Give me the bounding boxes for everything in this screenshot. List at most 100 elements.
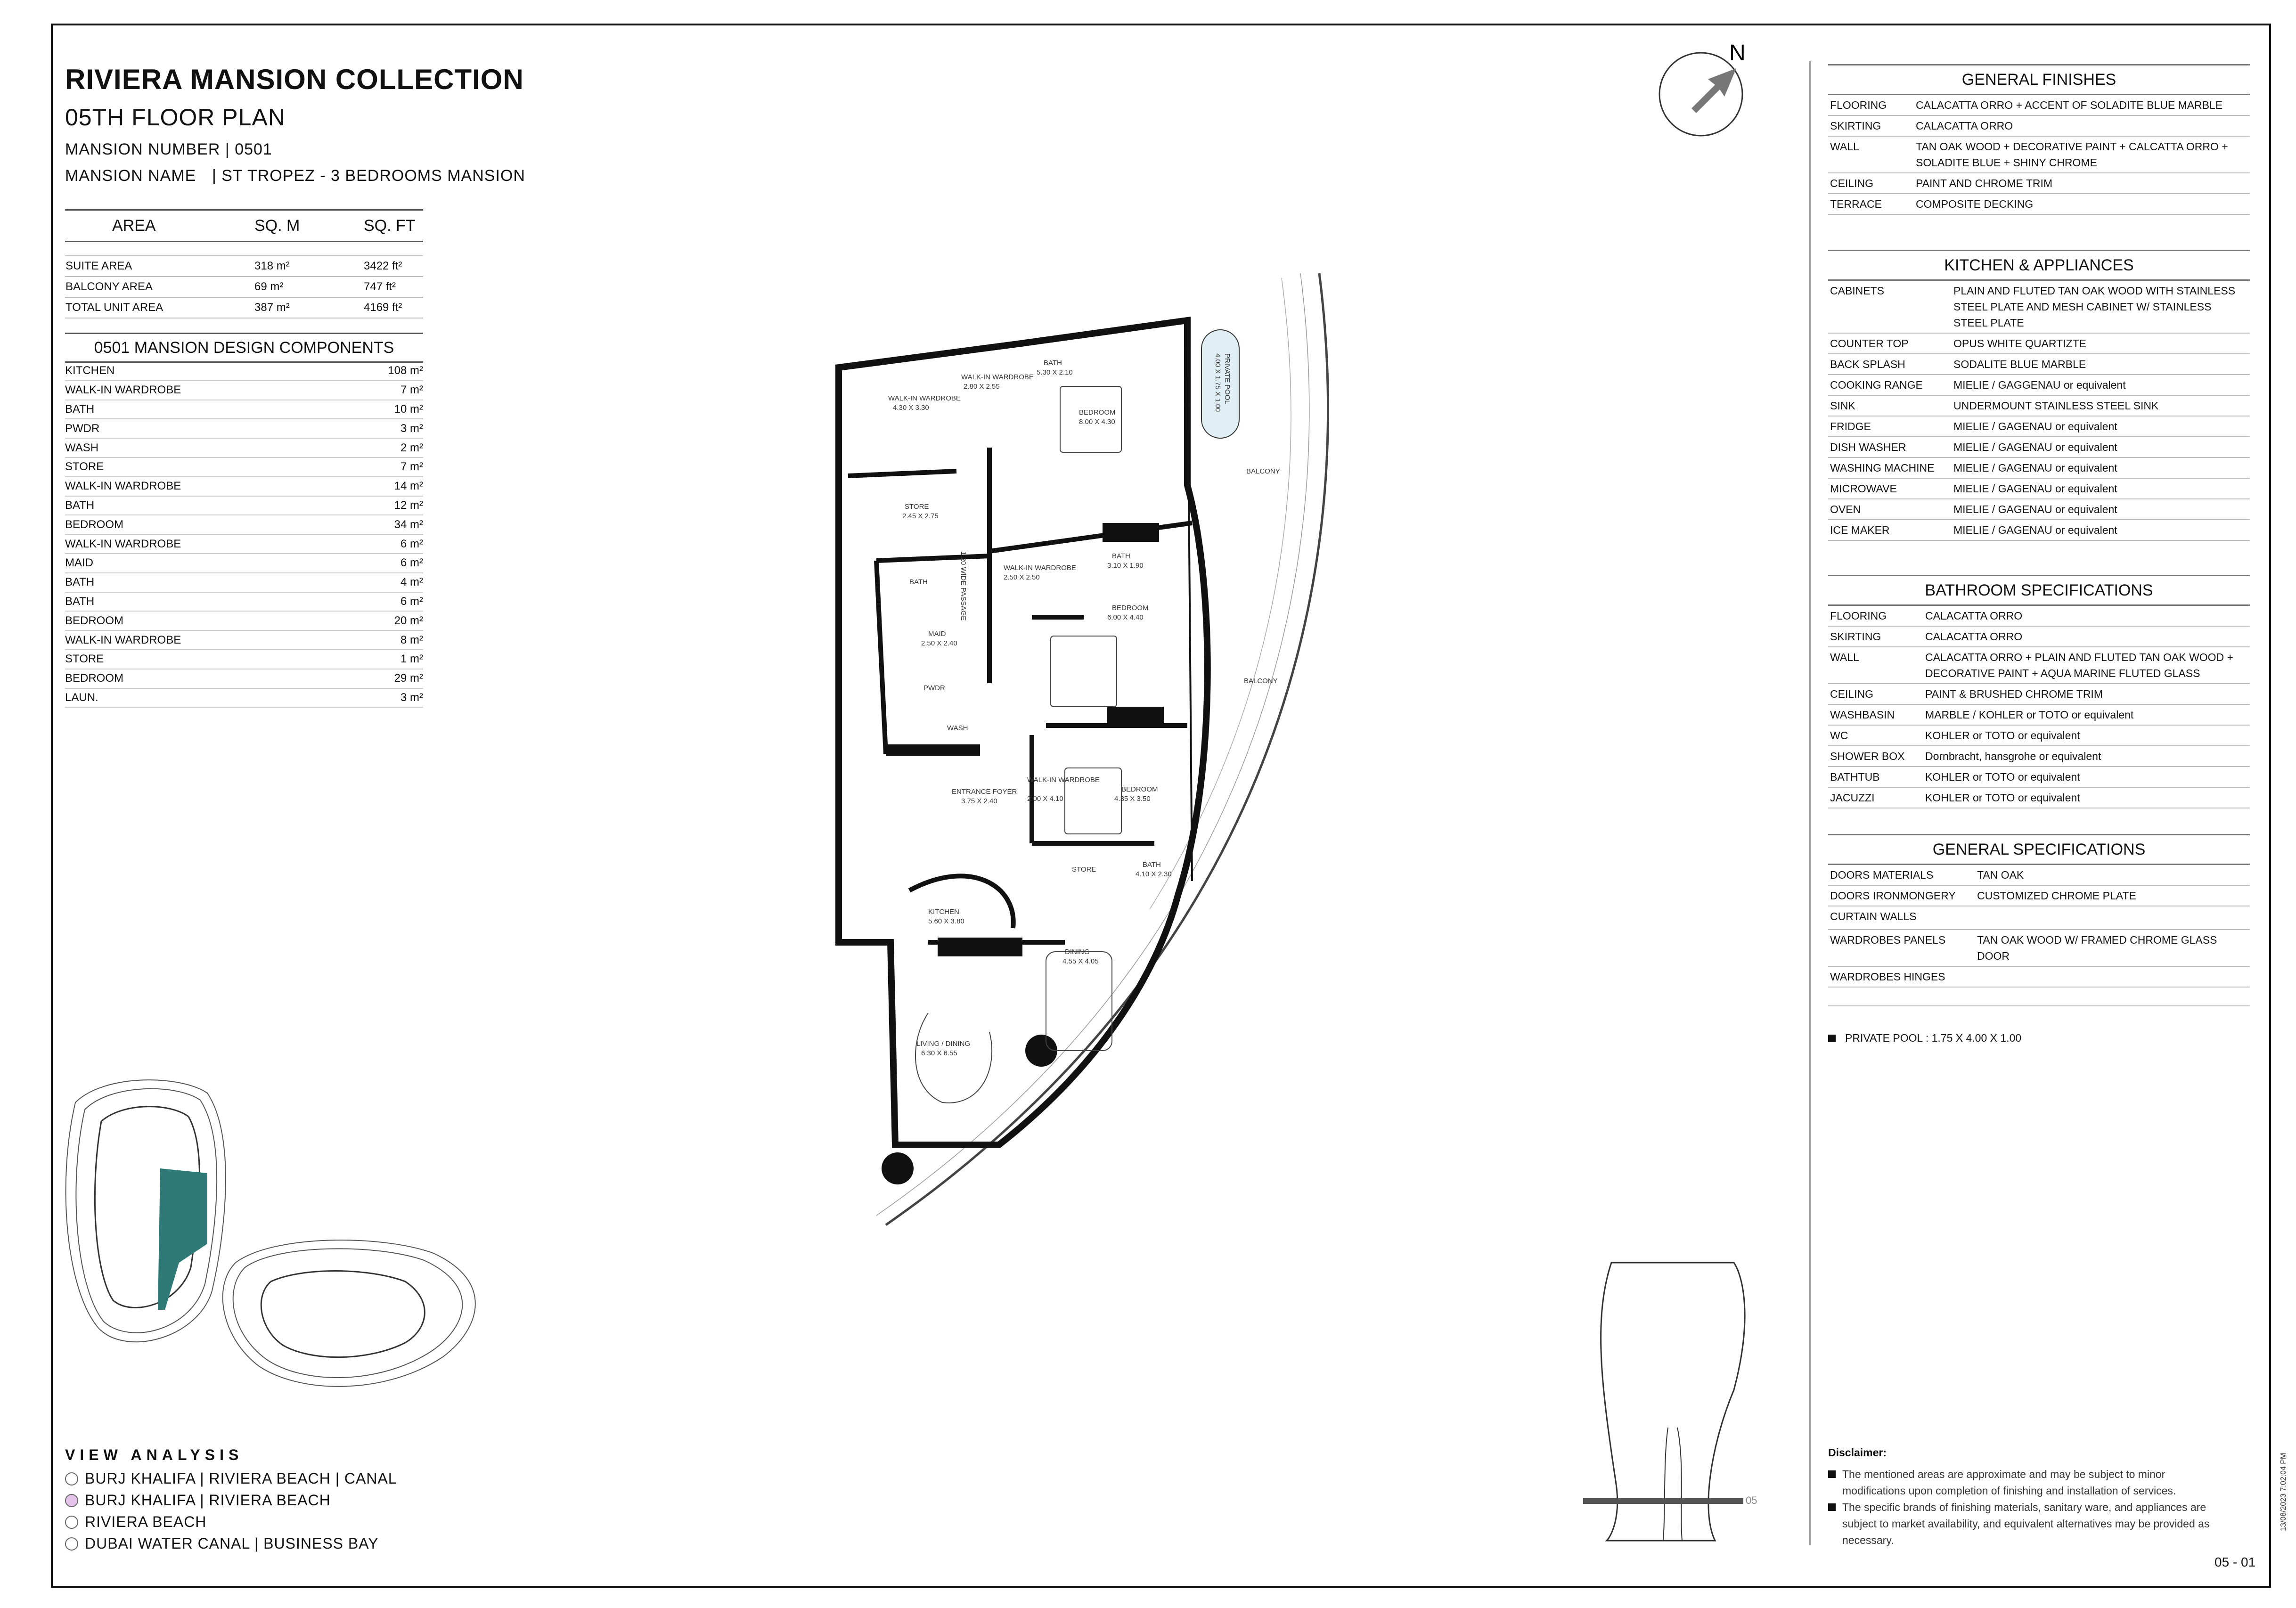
component-area: 12 m²	[340, 496, 423, 516]
spec-key: CABINETS	[1828, 281, 1951, 334]
component-area: 3 m²	[340, 688, 423, 708]
area-header: AREA	[65, 209, 254, 242]
component-area: 34 m²	[340, 515, 423, 535]
spec-key: DOORS MATERIALS	[1828, 865, 1974, 886]
table-row: WARDROBES HINGES	[1828, 966, 2250, 988]
radio-icon[interactable]	[65, 1472, 78, 1486]
building-elevation: 05	[1583, 1262, 1757, 1542]
kitchen-label: KITCHEN	[928, 908, 959, 916]
component-area: 14 m²	[340, 476, 423, 497]
spec-value: Dornbracht, hansgrohe or equivalent	[1922, 746, 2250, 767]
view-option[interactable]: RIVIERA BEACH	[65, 1513, 206, 1531]
walkin1-label: WALK-IN WARDROBE	[888, 394, 961, 402]
radio-icon[interactable]	[65, 1515, 78, 1529]
bedroom2-dim: 6.00 X 4.40	[1107, 613, 1144, 621]
component-name: WASH	[65, 438, 340, 458]
exterior-wall	[835, 316, 1211, 1148]
view-option[interactable]: DUBAI WATER CANAL | BUSINESS BAY	[65, 1535, 379, 1552]
view-analysis-title: VIEW ANALYSIS	[65, 1446, 244, 1463]
spec-key: COOKING RANGE	[1828, 375, 1951, 396]
bath2-dim: 3.10 X 1.90	[1107, 562, 1144, 570]
area-sqft: 3422 ft²	[363, 256, 423, 277]
store1-label: STORE	[905, 503, 929, 511]
area-name: TOTAL UNIT AREA	[65, 297, 254, 318]
view-option-selected[interactable]: BURJ KHALIFA | RIVIERA BEACH	[65, 1492, 331, 1509]
walkin4-label: WALK-IN WARDROBE	[1027, 776, 1100, 784]
maid-dim: 2.50 X 2.40	[921, 639, 957, 647]
area-name: SUITE AREA	[65, 256, 254, 277]
living-label: LIVING / DINING	[916, 1040, 970, 1048]
spec-key: BATHTUB	[1828, 767, 1922, 788]
spec-value: MIELIE / GAGGENAU or equivalent	[1951, 375, 2250, 396]
spec-value: MIELIE / GAGENAU or equivalent	[1951, 478, 2250, 499]
component-name: BEDROOM	[65, 515, 340, 535]
spec-key: COUNTER TOP	[1828, 333, 1951, 354]
spec-value: MIELIE / GAGENAU or equivalent	[1951, 416, 2250, 437]
walkin2-dim: 2.80 X 2.55	[964, 383, 1000, 391]
component-name: WALK-IN WARDROBE	[65, 534, 340, 554]
bedroom1-label: BEDROOM	[1079, 408, 1116, 416]
view-option-label: BURJ KHALIFA | RIVIERA BEACH	[85, 1492, 331, 1509]
building-outline-b	[222, 1240, 476, 1387]
page-frame	[51, 24, 2271, 1588]
area-table: AREA SQ. M SQ. FT SUITE AREA 318 m² 3422…	[65, 209, 423, 318]
area-name: BALCONY AREA	[65, 277, 254, 298]
dining-dim: 4.55 X 4.05	[1062, 957, 1099, 965]
component-area: 7 m²	[340, 380, 423, 400]
bedroom3-dim: 4.35 X 3.50	[1114, 795, 1151, 803]
spec-key: WARDROBES PANELS	[1828, 930, 1974, 967]
spec-key: CURTAIN WALLS	[1828, 906, 1974, 930]
view-option-label: BURJ KHALIFA | RIVIERA BEACH | CANAL	[85, 1470, 397, 1487]
spec-value: KOHLER or TOTO or equivalent	[1922, 767, 2250, 788]
floor-marker-label: 05	[1746, 1494, 1757, 1506]
bullet-icon	[1828, 1470, 1836, 1478]
disclaimer-item: The specific brands of finishing materia…	[1828, 1499, 2214, 1549]
spec-value: TAN OAK WOOD W/ FRAMED CHROME GLASS DOOR	[1974, 930, 2250, 967]
north-arrow-icon: N	[1659, 42, 1746, 137]
table-row: BALCONY AREA 69 m² 747 ft²	[65, 277, 423, 298]
view-option[interactable]: BURJ KHALIFA | RIVIERA BEACH | CANAL	[65, 1470, 397, 1487]
component-area: 10 m²	[340, 400, 423, 420]
spec-key: WALL	[1828, 136, 1913, 173]
component-area: 20 m²	[340, 611, 423, 631]
disclaimer-text: The specific brands of finishing materia…	[1842, 1501, 2210, 1546]
walkin4-dim: 2.00 X 4.10	[1027, 795, 1063, 803]
spec-value: MIELIE / GAGENAU or equivalent	[1951, 457, 2250, 479]
component-name: BATH	[65, 572, 340, 593]
section-title: GENERAL SPECIFICATIONS	[1828, 834, 2250, 865]
floor-plan: WALK-IN WARDROBE 4.30 X 3.30 WALK-IN WAR…	[835, 273, 1330, 1226]
spec-value	[1974, 966, 2250, 988]
radio-selected-icon[interactable]	[65, 1494, 78, 1507]
area-sqm: 387 m²	[254, 297, 363, 318]
spec-value: MIELIE / GAGENAU or equivalent	[1951, 520, 2250, 541]
spec-key: WASHBASIN	[1828, 704, 1922, 726]
floor-plan-subtitle: 05TH FLOOR PLAN	[65, 104, 286, 131]
entrance-label: ENTRANCE FOYER	[952, 788, 1017, 796]
mansion-name-label: MANSION NAME	[65, 167, 196, 185]
maid-label: MAID	[928, 630, 946, 638]
components-title: 0501 MANSION DESIGN COMPONENTS	[65, 333, 423, 363]
mansion-name-value: | ST TROPEZ - 3 BEDROOMS MANSION	[212, 167, 525, 185]
spec-key: MICROWAVE	[1828, 478, 1951, 499]
component-name: PWDR	[65, 419, 340, 439]
radio-icon[interactable]	[65, 1537, 78, 1551]
